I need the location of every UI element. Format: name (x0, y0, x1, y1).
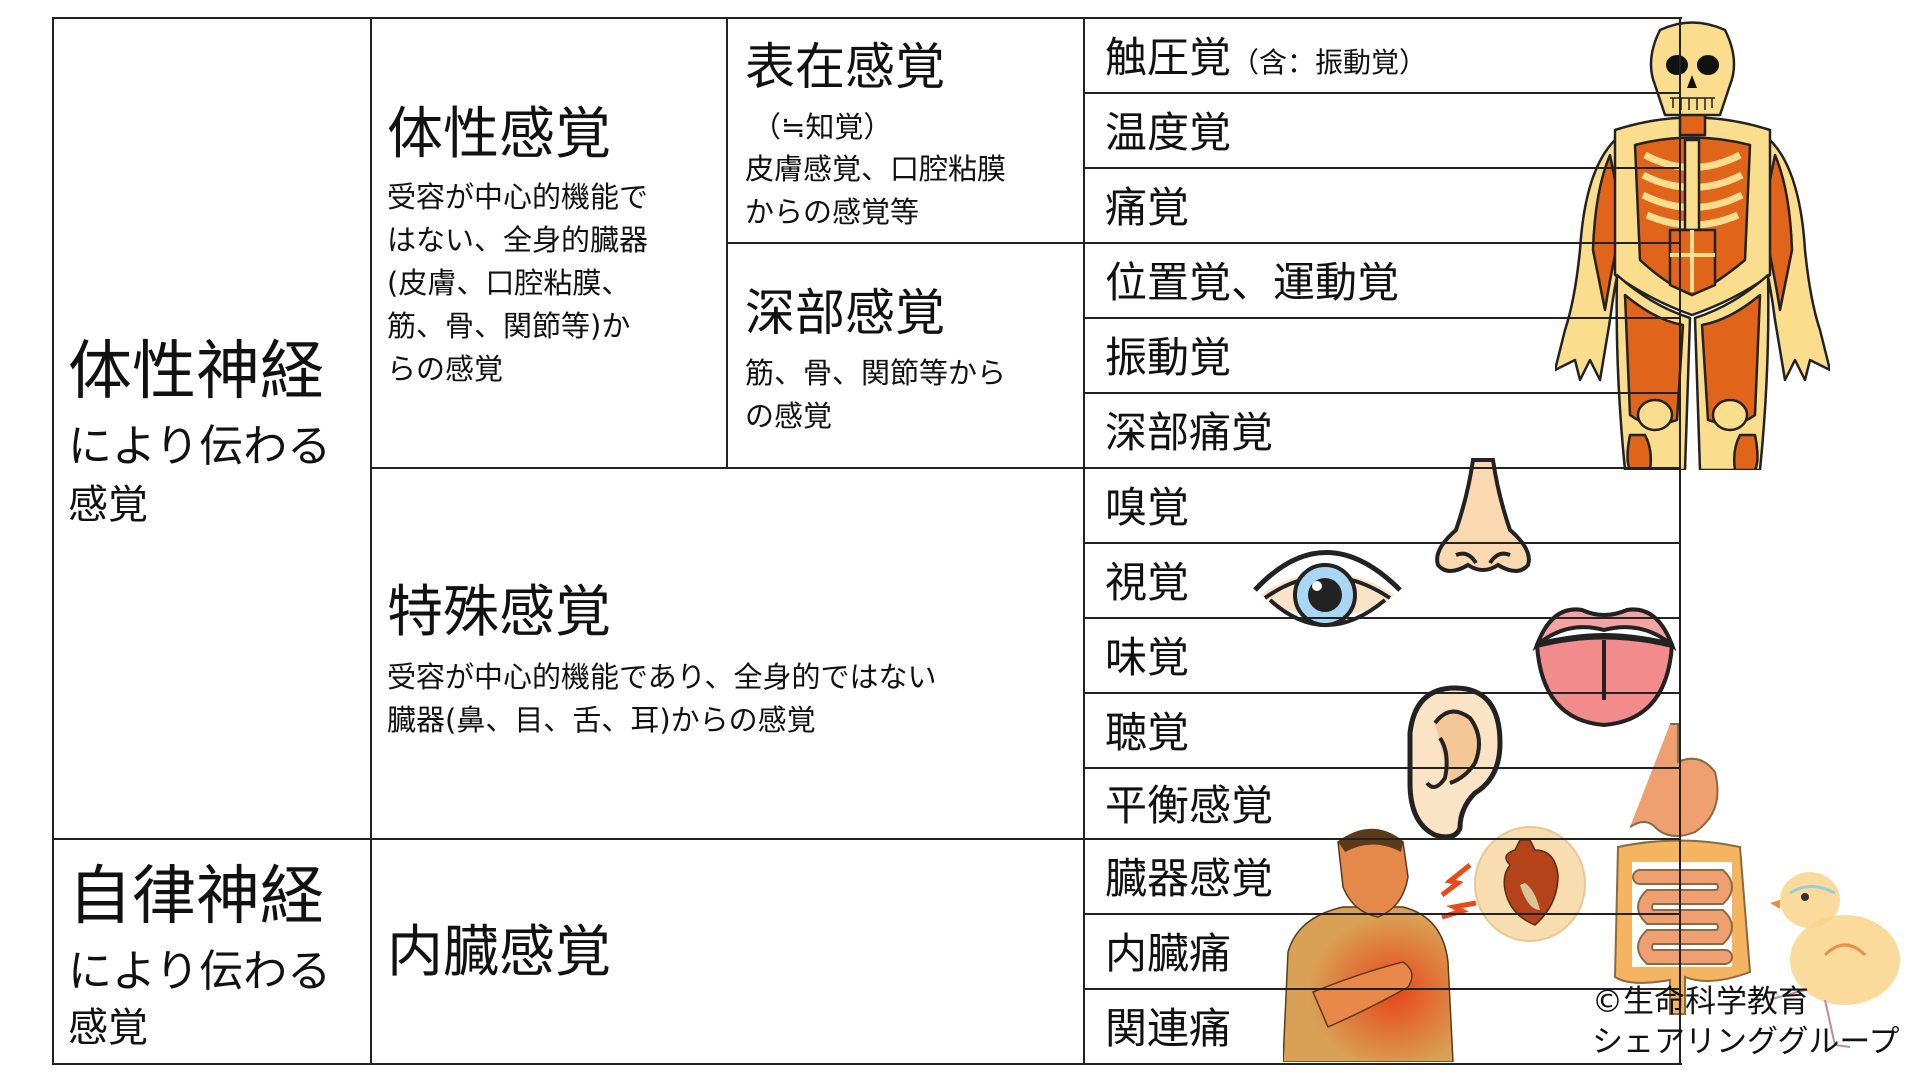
divider-somatic-special (370, 467, 1084, 469)
sense-row-vibration: 振動覚 (1105, 333, 1232, 382)
row-divider (1083, 92, 1681, 94)
table-border-top (52, 17, 1682, 19)
sense-row-touch-pressure: 触圧覚（含：振動覚） (1105, 37, 1427, 79)
desc-line: 皮膚感覚、口腔粘膜 (745, 152, 1007, 186)
superficial-sensation-desc: 皮膚感覚、口腔粘膜 からの感覚等 (745, 148, 1085, 234)
desc-line: (皮膚、口腔粘膜、 (387, 266, 631, 300)
superficial-sensation-note: （≒知覚） (752, 110, 893, 144)
desc-line: はない、全身的臓器 (387, 223, 649, 257)
sense-row-visceral-pain: 内臓痛 (1105, 929, 1232, 978)
desc-line: 筋、骨、関節等)か (387, 309, 631, 343)
table-border-bottom (52, 1063, 1682, 1065)
sense-row-organ: 臓器感覚 (1105, 854, 1274, 903)
somatic-sensation-desc: 受容が中心的機能で はない、全身的臓器 (皮膚、口腔粘膜、 筋、骨、関節等)か … (387, 176, 717, 391)
chest-pain-man-icon (1283, 828, 1454, 1062)
sense-row-temperature: 温度覚 (1105, 108, 1232, 157)
deep-sensation-desc: 筋、骨、関節等から の感覚 (745, 352, 1085, 438)
row-divider (1083, 767, 1681, 769)
superficial-sensation-title: 表在感覚 (745, 38, 945, 96)
skeleton-muscle-figure-icon (1555, 21, 1830, 470)
special-sensation-desc: 受容が中心的機能であり、全身的ではない 臓器(鼻、目、舌、耳)からの感覚 (387, 656, 1077, 742)
row-divider (1083, 542, 1681, 544)
autonomic-nerve-subtitle: により伝わる (68, 946, 332, 997)
desc-line: 筋、骨、関節等から (745, 356, 1007, 390)
row-divider (1083, 913, 1681, 915)
heart-icon (1440, 826, 1586, 942)
visceral-sensation-title: 内臓感覚 (387, 920, 611, 985)
somatic-sensation-title: 体性感覚 (387, 102, 611, 167)
special-sensation-title: 特殊感覚 (387, 580, 611, 645)
sense-row-deep-pain: 深部痛覚 (1105, 408, 1274, 457)
sense-row-balance: 平衡感覚 (1105, 781, 1274, 830)
row-divider (1083, 838, 1681, 840)
table-border-right (1679, 17, 1681, 1065)
copyright-notice: ©生命科学教育 シェアリンググループ (1592, 982, 1900, 1062)
row-divider (1083, 392, 1681, 394)
autonomic-nerve-subtitle-2: 感覚 (68, 1005, 148, 1051)
desc-line: 臓器(鼻、目、舌、耳)からの感覚 (387, 703, 816, 737)
sense-row-taste: 味覚 (1105, 633, 1190, 682)
divider-somatic-autonomic (52, 838, 1084, 840)
row-divider (1083, 317, 1681, 319)
sense-row-pain: 痛覚 (1105, 183, 1190, 232)
desc-line: 受容が中心的機能であり、全身的ではない (387, 660, 937, 694)
row-divider (1083, 988, 1681, 990)
ear-icon (1407, 685, 1503, 840)
chick-mascot-icon (1770, 872, 1900, 1048)
somatic-nerve-title: 体性神経 (68, 335, 324, 409)
somatic-nerve-subtitle-2: 感覚 (68, 482, 148, 528)
tongue-icon (1532, 607, 1677, 728)
copyright-line-1: ©生命科学教育 (1592, 984, 1809, 1020)
divider-superficial-deep (726, 242, 1084, 244)
col-divider-1 (370, 17, 372, 1065)
somatic-nerve-subtitle: により伝わる (68, 421, 332, 472)
sense-row-referred-pain: 関連痛 (1105, 1004, 1232, 1053)
desc-line: 受容が中心的機能で (387, 180, 649, 214)
digestive-tract-icon (1613, 723, 1752, 1015)
row-divider (1083, 467, 1681, 469)
row-divider (1083, 692, 1681, 694)
sense-row-vision: 視覚 (1105, 558, 1190, 607)
row-divider (1083, 617, 1681, 619)
row-divider (1083, 167, 1681, 169)
desc-line: らの感覚 (387, 352, 504, 386)
col-divider-3 (1083, 17, 1085, 1065)
nose-icon (1435, 458, 1531, 573)
table-border-left (52, 17, 54, 1065)
copyright-line-2: シェアリンググループ (1592, 1024, 1900, 1060)
eye-icon (1253, 550, 1402, 627)
sense-row-smell: 嗅覚 (1105, 483, 1190, 532)
desc-line: の感覚 (745, 399, 833, 433)
sense-label: 触圧覚 (1105, 33, 1232, 82)
sense-note: （含：振動覚） (1231, 46, 1428, 79)
desc-line: からの感覚等 (745, 195, 920, 229)
row-divider (1083, 242, 1681, 244)
sense-row-position-motion: 位置覚、運動覚 (1105, 258, 1400, 307)
sense-row-hearing: 聴覚 (1105, 708, 1190, 757)
deep-sensation-title: 深部感覚 (745, 284, 945, 342)
autonomic-nerve-title: 自律神経 (68, 860, 324, 934)
